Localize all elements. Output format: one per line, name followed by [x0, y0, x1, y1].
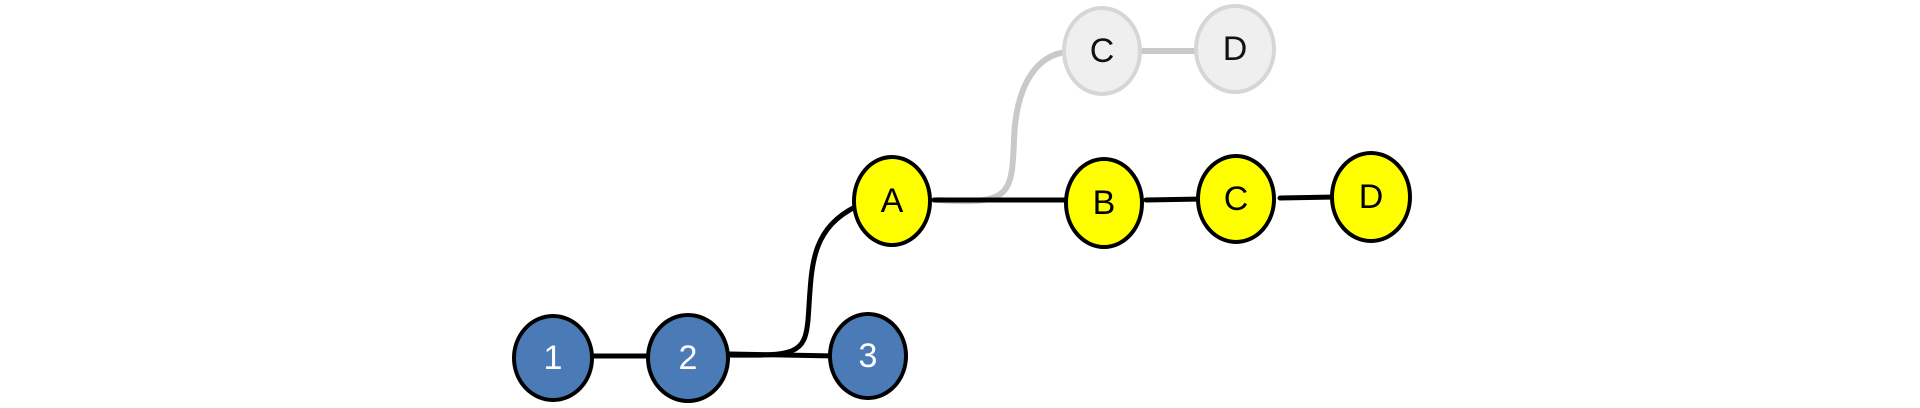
commit-node-b: B: [1064, 157, 1144, 249]
commit-label-b: B: [1093, 184, 1116, 222]
commit-label-3: 3: [859, 337, 878, 375]
commit-node-3: 3: [828, 312, 908, 400]
ghost-commit-label-c: C: [1090, 32, 1115, 70]
commit-node-c: C: [1196, 154, 1276, 244]
edge-a-to-ghost-c: [935, 49, 1069, 205]
commit-label-1: 1: [544, 339, 563, 377]
nodes-layer: 1 2 3 A B C D C: [512, 4, 1412, 403]
ghost-commit-node-c: C: [1062, 6, 1142, 96]
commit-label-a: A: [881, 182, 904, 220]
commit-node-d: D: [1330, 151, 1412, 243]
commit-label-d: D: [1359, 178, 1384, 216]
ghost-commit-node-d: D: [1194, 4, 1276, 94]
commit-label-2: 2: [679, 339, 698, 377]
commit-label-c: C: [1224, 180, 1249, 218]
commit-node-1: 1: [512, 314, 594, 402]
edge-b-to-c: [1143, 196, 1205, 203]
ghost-commit-label-d: D: [1223, 30, 1248, 68]
edge-c-to-d: [1277, 194, 1339, 201]
edges-layer: [589, 48, 1339, 359]
edge-2-to-a: [727, 203, 860, 358]
commit-node-a: A: [852, 155, 932, 247]
commit-node-2: 2: [646, 313, 730, 403]
